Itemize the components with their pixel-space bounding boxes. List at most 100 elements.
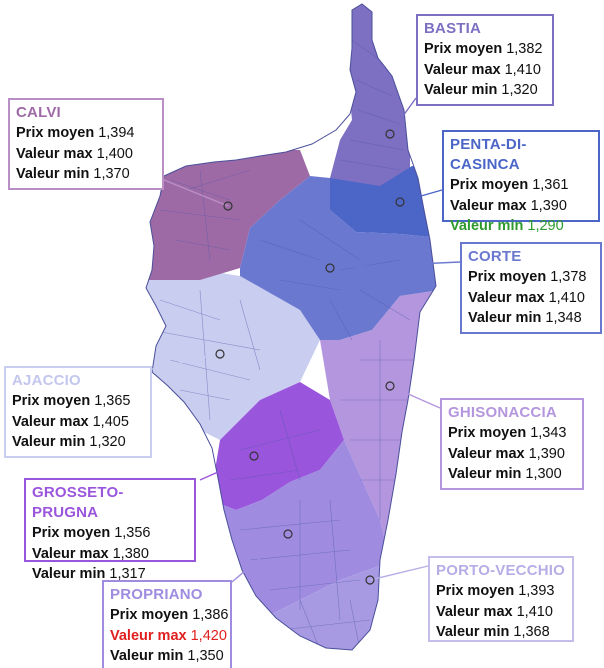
value-min-ajaccio: 1,320 — [89, 434, 126, 450]
marker-grosseto — [249, 451, 259, 461]
marker-calvi — [223, 201, 233, 211]
row-prix-propriano: Prix moyen 1,386 — [110, 605, 229, 626]
leader-porto — [369, 565, 429, 581]
info-box-porto: PORTO-VECCHIO Prix moyen 1,393 Valeur ma… — [428, 556, 574, 642]
marker-propriano — [283, 529, 293, 539]
leader-propriano — [231, 533, 289, 583]
label-max: Valeur max — [32, 545, 109, 562]
region-name-penta: PENTA-DI-CASINCA — [450, 136, 527, 173]
region-corte — [240, 176, 436, 340]
value-prix-ajaccio: 1,365 — [94, 393, 131, 409]
leader-corte — [329, 261, 461, 269]
label-min: Valeur min — [436, 624, 510, 640]
marker-ajaccio — [215, 349, 225, 359]
region-bastia — [330, 4, 410, 190]
value-max-penta: 1,390 — [530, 197, 567, 214]
label-prix: Prix moyen — [12, 393, 91, 409]
label-prix: Prix moyen — [450, 177, 529, 193]
row-max-propriano: Valeur max 1,420 — [110, 626, 227, 647]
leader-penta — [399, 189, 443, 203]
row-prix-ghisonaccia: Prix moyen 1,343 — [448, 423, 576, 444]
row-prix-ajaccio: Prix moyen 1,365 — [12, 391, 144, 412]
row-max-grosseto: Valeur max 1,380 — [32, 544, 188, 565]
leader-bastia — [389, 97, 417, 135]
row-prix-grosseto: Prix moyen 1,356 — [32, 523, 188, 544]
info-box-propriano: PROPRIANO Prix moyen 1,386 Valeur max 1,… — [102, 580, 232, 668]
row-max-ghisonaccia: Valeur max 1,390 — [448, 444, 576, 465]
label-min: Valeur min — [12, 434, 86, 450]
leader-ajaccio — [147, 353, 221, 371]
row-min-calvi: Valeur min 1,370 — [16, 164, 156, 185]
region-ajaccio — [146, 260, 320, 440]
value-min-bastia: 1,320 — [501, 82, 538, 98]
info-box-calvi: CALVI Prix moyen 1,394 Valeur max 1,400 … — [8, 98, 164, 190]
label-max: Valeur max — [110, 627, 187, 644]
value-min-penta: 1,290 — [527, 218, 564, 234]
region-name-propriano: PROPRIANO — [110, 586, 203, 603]
value-prix-bastia: 1,382 — [506, 41, 543, 57]
leader-grosseto — [199, 455, 255, 481]
value-min-calvi: 1,370 — [93, 166, 130, 182]
label-min: Valeur min — [448, 466, 522, 482]
label-prix: Prix moyen — [468, 269, 547, 285]
label-max: Valeur max — [424, 61, 501, 78]
label-max: Valeur max — [16, 145, 93, 162]
row-min-propriano: Valeur min 1,350 — [110, 646, 224, 667]
value-max-porto: 1,410 — [516, 603, 553, 620]
row-max-penta: Valeur max 1,390 — [450, 196, 592, 217]
label-prix: Prix moyen — [424, 41, 503, 57]
island-outline — [145, 3, 437, 651]
region-name-ajaccio: AJACCIO — [12, 372, 81, 389]
commune-boundaries — [149, 39, 420, 650]
marker-porto — [365, 575, 375, 585]
info-box-ghisonaccia: GHISONACCIA Prix moyen 1,343 Valeur max … — [440, 398, 584, 490]
label-prix: Prix moyen — [32, 525, 111, 541]
row-min-ajaccio: Valeur min 1,320 — [12, 432, 144, 453]
value-prix-propriano: 1,386 — [192, 607, 229, 623]
row-prix-bastia: Prix moyen 1,382 — [424, 39, 546, 60]
region-calvi — [146, 150, 310, 280]
value-min-propriano: 1,350 — [187, 648, 224, 664]
label-max: Valeur max — [12, 413, 89, 430]
leader-calvi — [163, 179, 229, 207]
row-max-calvi: Valeur max 1,400 — [16, 144, 156, 165]
region-name-corte: CORTE — [468, 248, 522, 265]
label-max: Valeur max — [448, 445, 525, 462]
label-max: Valeur max — [450, 197, 527, 214]
marker-bastia — [385, 129, 395, 139]
value-max-grosseto: 1,380 — [112, 545, 149, 562]
label-min: Valeur min — [16, 166, 90, 182]
marker-penta — [395, 197, 405, 207]
region-name-calvi: CALVI — [16, 104, 61, 121]
value-max-corte: 1,410 — [548, 289, 585, 306]
value-prix-penta: 1,361 — [532, 177, 569, 193]
value-max-bastia: 1,410 — [504, 61, 541, 78]
value-max-propriano: 1,420 — [190, 627, 227, 644]
marker-ghisonaccia — [385, 381, 395, 391]
value-prix-grosseto: 1,356 — [114, 525, 151, 541]
row-prix-corte: Prix moyen 1,378 — [468, 267, 594, 288]
label-max: Valeur max — [468, 289, 545, 306]
label-prix: Prix moyen — [436, 583, 515, 599]
value-min-grosseto: 1,317 — [109, 566, 146, 582]
row-min-porto: Valeur min 1,368 — [436, 622, 566, 643]
leader-ghisonaccia — [389, 385, 441, 409]
marker-corte — [325, 263, 335, 273]
row-min-corte: Valeur min 1,348 — [468, 308, 594, 329]
info-box-penta: PENTA-DI-CASINCA Prix moyen 1,361 Valeur… — [442, 130, 600, 234]
label-prix: Prix moyen — [16, 125, 95, 141]
value-prix-corte: 1,378 — [550, 269, 587, 285]
value-min-porto: 1,368 — [513, 624, 550, 640]
info-box-grosseto: GROSSETO-PRUGNA Prix moyen 1,356 Valeur … — [24, 478, 196, 582]
region-name-porto: PORTO-VECCHIO — [436, 562, 566, 579]
row-min-grosseto: Valeur min 1,317 — [32, 564, 188, 585]
value-prix-porto: 1,393 — [518, 583, 555, 599]
label-prix: Prix moyen — [448, 425, 527, 441]
label-min: Valeur min — [110, 648, 184, 664]
row-prix-penta: Prix moyen 1,361 — [450, 175, 592, 196]
value-max-ghisonaccia: 1,390 — [528, 445, 565, 462]
region-name-grosseto: GROSSETO-PRUGNA — [32, 484, 124, 521]
value-max-ajaccio: 1,405 — [92, 413, 129, 430]
row-max-porto: Valeur max 1,410 — [436, 602, 566, 623]
